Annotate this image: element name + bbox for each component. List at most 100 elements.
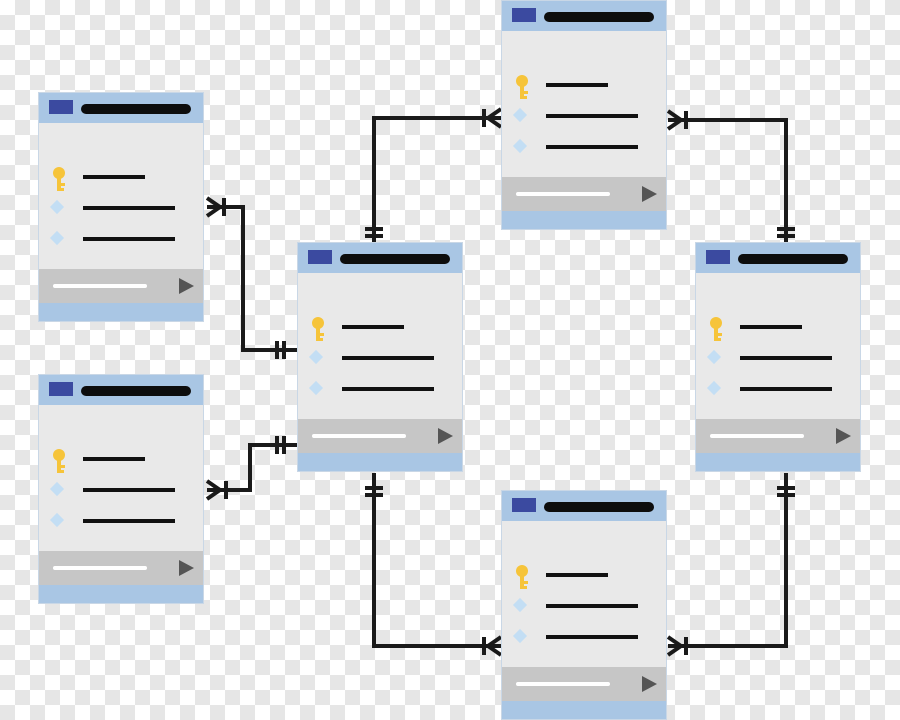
crows-foot-top-center-right xyxy=(666,109,688,131)
field-name-line xyxy=(83,206,175,210)
key-icon xyxy=(47,447,71,477)
connector-center-top-center xyxy=(372,116,501,243)
table-card-top-left xyxy=(38,92,204,322)
play-icon xyxy=(179,278,194,294)
field-name-line xyxy=(83,457,145,461)
field-row xyxy=(502,628,666,645)
field-row xyxy=(298,317,462,341)
table-icon xyxy=(512,498,536,512)
table-header xyxy=(696,243,860,273)
play-icon xyxy=(438,428,453,444)
field-name-line xyxy=(83,175,145,179)
one-marker-center-left-bottom xyxy=(275,436,286,454)
table-icon xyxy=(49,100,73,114)
diamond-icon xyxy=(512,138,528,154)
field-name-line xyxy=(342,325,404,329)
diamond-icon xyxy=(706,380,722,396)
table-bottom-band xyxy=(298,453,462,471)
one-marker-right-top xyxy=(777,227,795,238)
table-header xyxy=(298,243,462,273)
diamond-icon xyxy=(512,107,528,123)
field-name-line xyxy=(546,573,608,577)
crows-foot-top-center-left xyxy=(482,107,503,129)
table-bottom-band xyxy=(502,701,666,719)
table-bottom-band xyxy=(696,453,860,471)
diamond-icon xyxy=(308,349,324,365)
crows-foot-bottom-center-left xyxy=(482,635,503,657)
diamond-icon xyxy=(512,628,528,644)
table-title-bar xyxy=(81,386,191,396)
field-row xyxy=(502,597,666,614)
table-header xyxy=(39,93,203,123)
connector-top-left-center xyxy=(207,205,297,352)
field-name-line xyxy=(83,519,175,523)
table-bottom-band xyxy=(39,585,203,603)
table-card-top-center xyxy=(501,0,667,230)
table-bottom-band xyxy=(39,303,203,321)
table-title-bar xyxy=(81,104,191,114)
footer-input-line xyxy=(53,566,147,570)
crows-foot-bottom-center-right xyxy=(666,635,688,657)
table-card-center xyxy=(297,242,463,472)
field-row xyxy=(502,107,666,124)
footer-input-line xyxy=(312,434,406,438)
key-icon xyxy=(47,165,71,195)
footer-input-line xyxy=(516,682,610,686)
field-row xyxy=(696,317,860,341)
key-icon xyxy=(704,315,728,345)
field-name-line xyxy=(546,114,638,118)
field-row xyxy=(39,449,203,473)
field-row xyxy=(696,349,860,366)
field-name-line xyxy=(342,356,434,360)
one-marker-center-top xyxy=(365,227,383,238)
table-card-bottom-left xyxy=(38,374,204,604)
one-marker-center-bottom xyxy=(365,486,383,497)
table-card-bottom-center xyxy=(501,490,667,720)
footer-input-line xyxy=(710,434,804,438)
field-row xyxy=(502,75,666,99)
field-name-line xyxy=(342,387,434,391)
diamond-icon xyxy=(308,380,324,396)
field-name-line xyxy=(740,356,832,360)
table-title-bar xyxy=(738,254,848,264)
field-name-line xyxy=(83,237,175,241)
field-row xyxy=(696,380,860,397)
table-footer xyxy=(39,551,203,585)
diamond-icon xyxy=(49,481,65,497)
key-icon xyxy=(510,563,534,593)
table-bottom-band xyxy=(502,211,666,229)
field-name-line xyxy=(83,488,175,492)
table-icon xyxy=(49,382,73,396)
table-footer xyxy=(502,177,666,211)
crows-foot-bottom-left xyxy=(205,479,228,501)
table-icon xyxy=(308,250,332,264)
field-name-line xyxy=(546,83,608,87)
table-title-bar xyxy=(544,12,654,22)
one-marker-center-left-top xyxy=(275,341,286,359)
table-title-bar xyxy=(340,254,450,264)
table-header xyxy=(502,1,666,31)
field-name-line xyxy=(740,387,832,391)
one-marker-right-bottom xyxy=(777,486,795,497)
diamond-icon xyxy=(512,597,528,613)
diamond-icon xyxy=(49,512,65,528)
field-name-line xyxy=(546,635,638,639)
field-row xyxy=(502,565,666,589)
field-row xyxy=(39,230,203,247)
table-header xyxy=(39,375,203,405)
field-row xyxy=(502,138,666,155)
table-header xyxy=(502,491,666,521)
field-row xyxy=(39,167,203,191)
table-footer xyxy=(39,269,203,303)
footer-input-line xyxy=(516,192,610,196)
play-icon xyxy=(642,676,657,692)
table-icon xyxy=(706,250,730,264)
table-icon xyxy=(512,8,536,22)
field-row xyxy=(39,512,203,529)
field-row xyxy=(39,199,203,216)
table-footer xyxy=(696,419,860,453)
connector-top-center-right xyxy=(668,118,788,243)
play-icon xyxy=(642,186,657,202)
diamond-icon xyxy=(49,199,65,215)
